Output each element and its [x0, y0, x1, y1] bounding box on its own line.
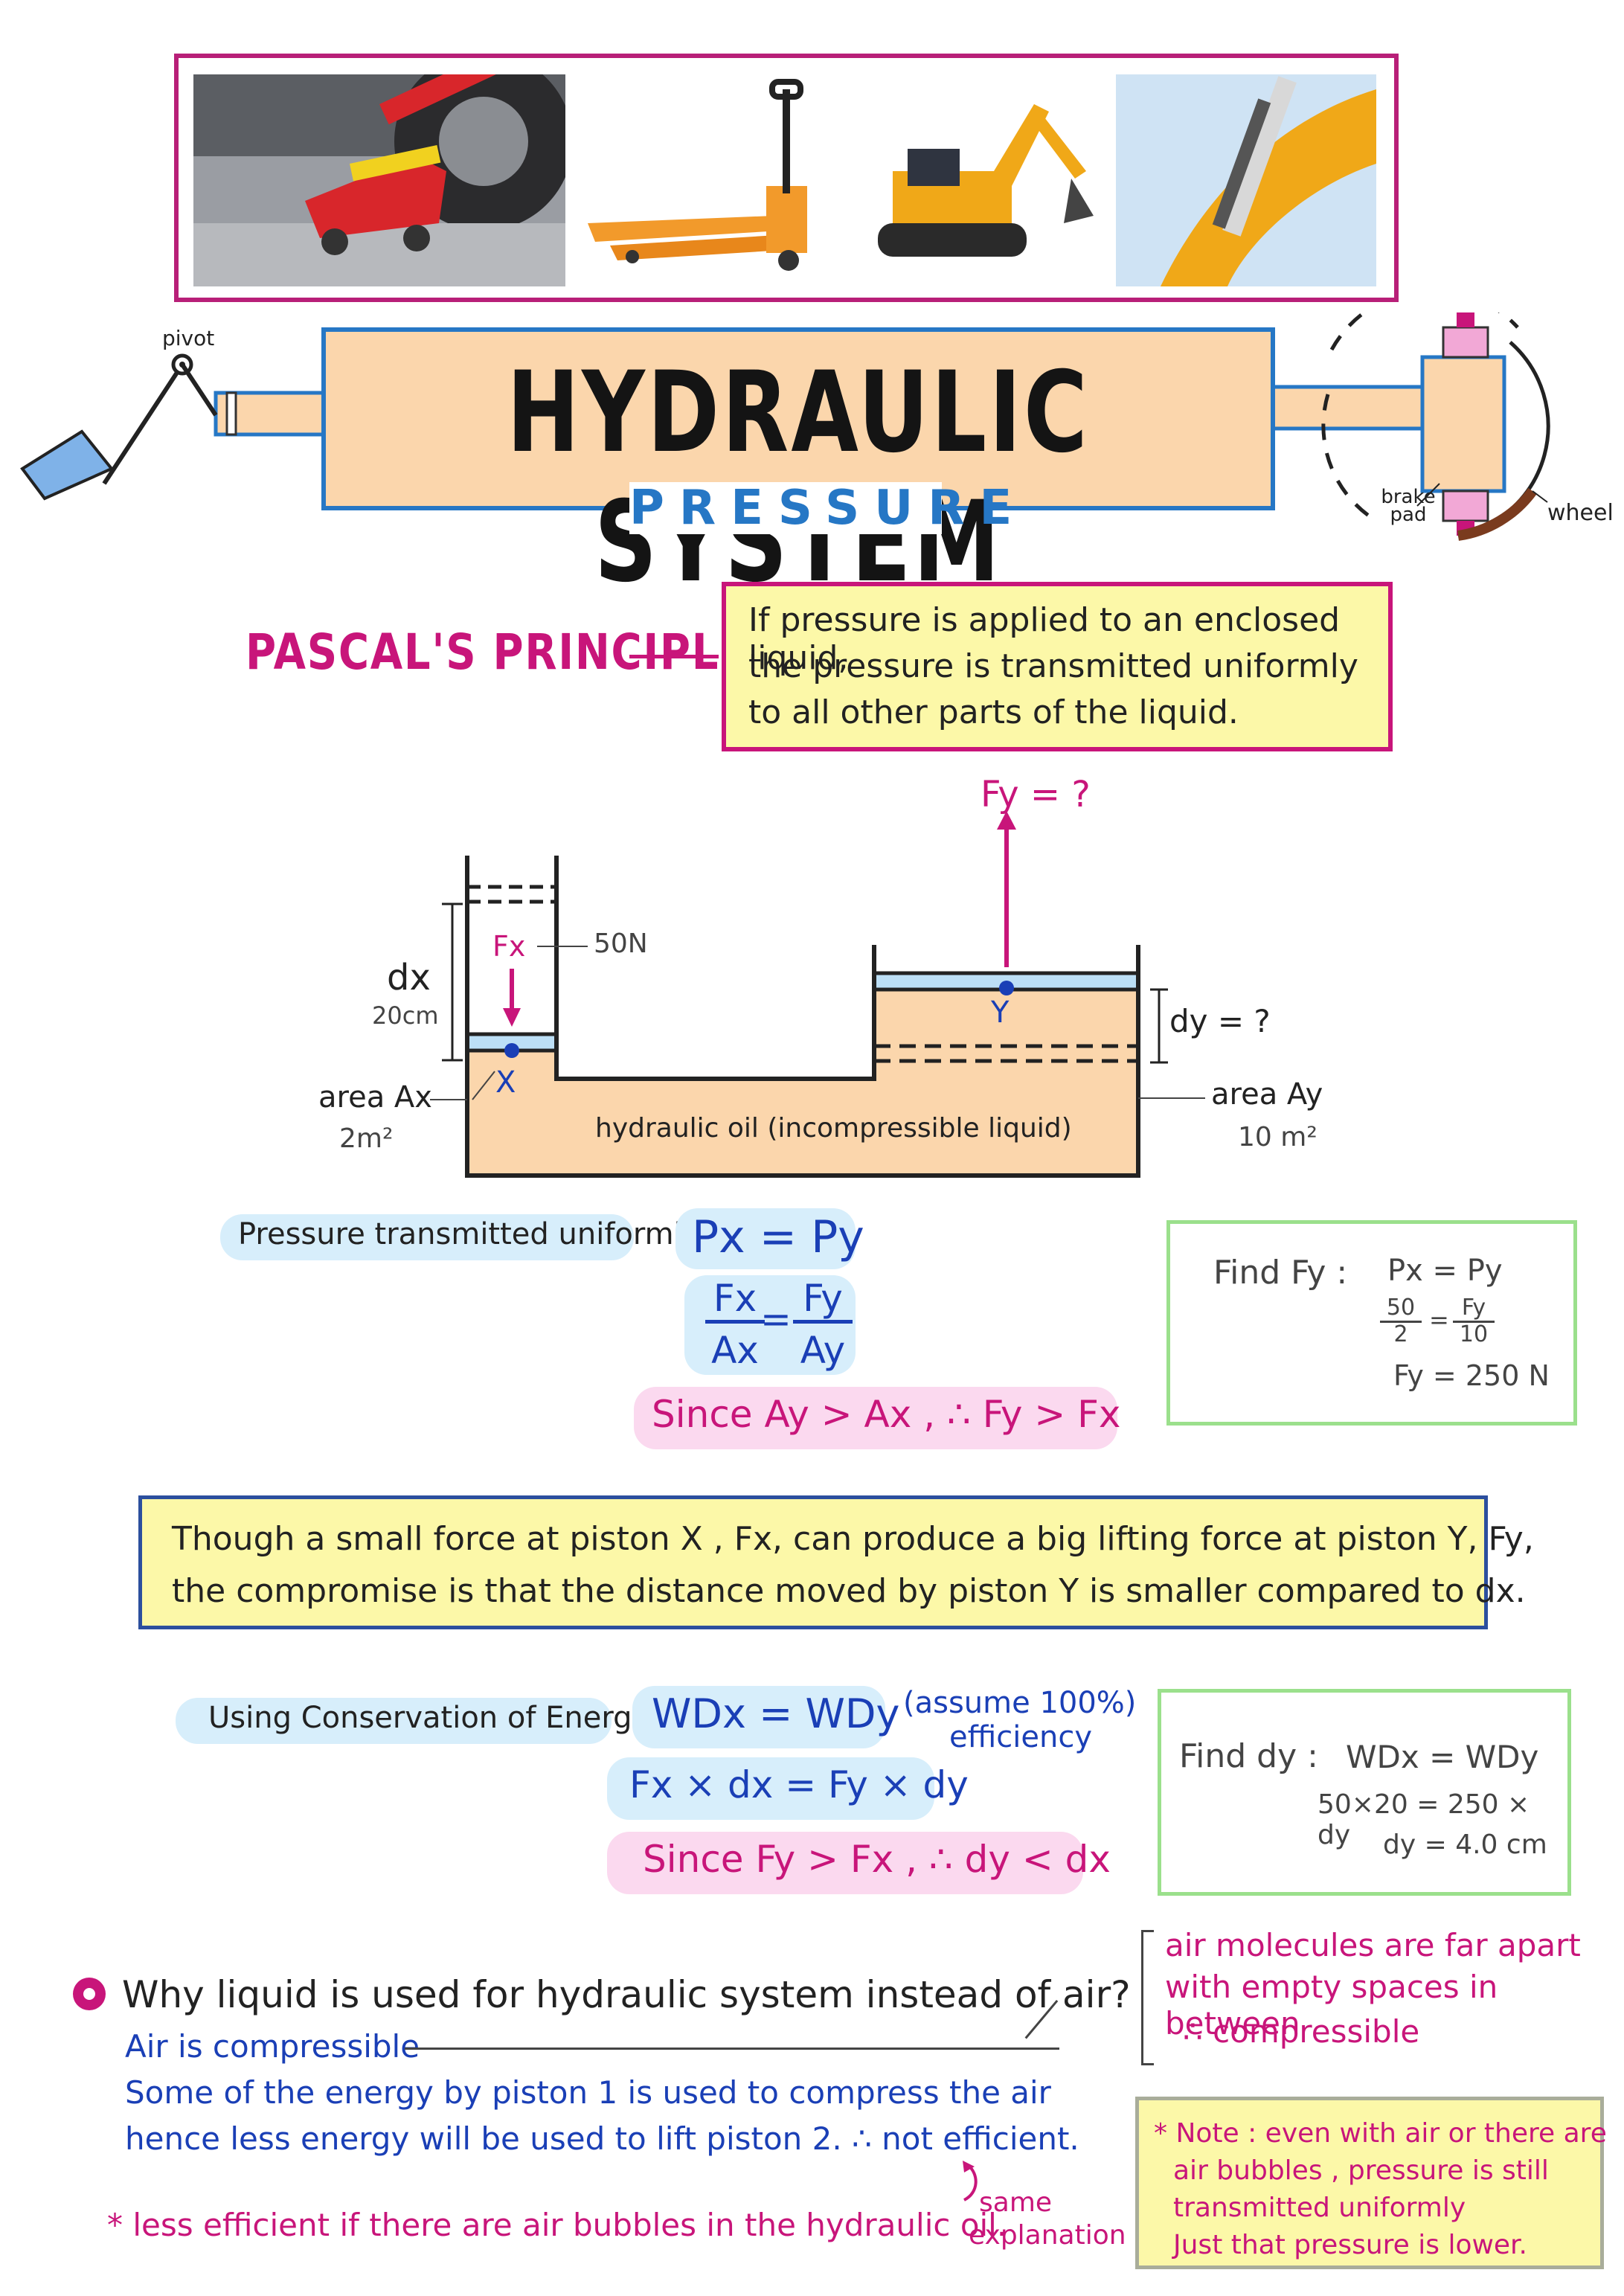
side-note-1: air molecules are far apart	[1165, 1927, 1581, 1963]
area-x-value: 2m²	[339, 1123, 394, 1154]
pascal-title: PASCAL'S PRINCIPLE	[245, 623, 750, 681]
find-fy-num-right: Fy	[1453, 1295, 1495, 1323]
connector-line	[405, 2048, 1059, 2050]
why-line-3: hence less energy will be used to lift p…	[125, 2120, 1079, 2157]
why-line-2: Some of the energy by piston 1 is used t…	[125, 2074, 1051, 2111]
assume-efficiency-2: efficiency	[949, 1720, 1093, 1754]
hydraulic-arm-photo	[1116, 74, 1376, 286]
find-fy-label: Find Fy :	[1213, 1254, 1348, 1292]
find-dy-line1: WDx = WDy	[1346, 1739, 1539, 1775]
x-point-label: X	[495, 1065, 516, 1100]
fx-value: 50N	[594, 929, 648, 959]
side-note-3: ∴ compressible	[1183, 2013, 1420, 2050]
hydraulic-oil-label: hydraulic oil (incompressible liquid)	[595, 1113, 1072, 1144]
y-point-label: Y	[991, 995, 1010, 1030]
since-force-statement: Since Ay > Ax , ∴ Fy > Fx	[652, 1393, 1121, 1436]
pivot-label: pivot	[162, 326, 215, 350]
side-bracket	[1141, 1930, 1154, 2065]
area-y-label: area Ay	[1211, 1077, 1323, 1112]
dx-label: dx	[387, 957, 431, 998]
note-line-4: Just that pressure is lower.	[1173, 2230, 1527, 2260]
px-py-highlight	[675, 1208, 856, 1269]
page-title: HYDRAULIC SYSTEM	[507, 348, 1090, 607]
compromise-line-2: the compromise is that the distance move…	[172, 1572, 1526, 1610]
fx-numerator: Fx	[705, 1277, 765, 1324]
wd-equation-highlight	[632, 1686, 885, 1748]
find-dy-line2: 50×20 = 250 × dy	[1318, 1789, 1530, 1850]
pascal-box: If pressure is applied to an enclosed li…	[722, 582, 1393, 751]
since-force-highlight	[634, 1387, 1117, 1449]
brake-pad-label: brake pad	[1381, 486, 1436, 526]
ay-denominator: Ay	[800, 1329, 846, 1372]
px-equals-py: Px = Py	[692, 1211, 864, 1263]
find-dy-box: Find dy : WDx = WDy 50×20 = 250 × dy dy …	[1158, 1689, 1571, 1896]
wd-equation: WDx = WDy	[652, 1690, 900, 1737]
pressure-label: Pressure transmitted uniformly :	[238, 1217, 719, 1251]
why-line-4: * less efficient if there are air bubble…	[107, 2207, 1007, 2243]
ax-denominator: Ax	[711, 1329, 759, 1372]
compromise-line-1: Though a small force at piston X , Fx, c…	[172, 1520, 1534, 1558]
find-fy-den-left: 2	[1393, 1321, 1408, 1347]
car-jack-photo	[193, 74, 565, 286]
pressure-label-highlight	[220, 1214, 634, 1260]
fx-label: Fx	[492, 930, 526, 963]
compromise-box: Though a small force at piston X , Fx, c…	[138, 1495, 1534, 1629]
fraction-equals: =	[760, 1298, 792, 1341]
note-line-1: * Note : even with air or there are	[1154, 2118, 1607, 2149]
find-fy-result: Fy = 250 N	[1393, 1359, 1550, 1392]
hydraulic-diagram	[430, 811, 1205, 1178]
find-fy-equals: =	[1429, 1306, 1449, 1334]
note-line-3: transmitted uniformly	[1173, 2193, 1466, 2223]
fy-numerator: Fy	[793, 1277, 853, 1324]
note-box: * Note : even with air or there are air …	[1135, 2097, 1607, 2269]
assume-efficiency: (assume 100%)	[903, 1686, 1137, 1720]
energy-label-highlight	[176, 1698, 612, 1744]
dy-label: dy = ?	[1169, 1003, 1271, 1039]
find-fy-box: Find Fy : Px = Py 50 2 = Fy 10 Fy = 250 …	[1166, 1220, 1577, 1426]
pascal-line-1: If pressure is applied to an enclosed li…	[748, 601, 1341, 677]
since-distance-statement: Since Fy > Fx , ∴ dy < dx	[643, 1838, 1111, 1881]
same-explanation-2: explanation	[969, 2220, 1126, 2251]
page-subtitle: PRESSURE	[629, 481, 1027, 536]
photo-strip	[174, 54, 1399, 302]
side-note-2: with empty spaces in between	[1165, 1969, 1498, 2042]
dx-value: 20cm	[372, 1001, 439, 1030]
pallet-jack-photo	[580, 74, 848, 286]
fraction-highlight	[684, 1275, 856, 1375]
wheel-label: wheel	[1547, 500, 1614, 526]
excavator-photo	[863, 74, 1101, 286]
fd-equation: Fx × dx = Fy × dy	[629, 1763, 969, 1806]
find-fy-num-left: 50	[1380, 1295, 1422, 1323]
fy-label: Fy = ?	[981, 774, 1091, 815]
why-question: Why liquid is used for hydraulic system …	[122, 1973, 1131, 2016]
why-line-1: Air is compressible	[125, 2028, 420, 2065]
since-distance-highlight	[607, 1832, 1083, 1894]
curved-arrow-icon	[963, 2161, 978, 2202]
same-explanation-1: same	[979, 2187, 1053, 2218]
area-x-label: area Ax	[318, 1080, 432, 1115]
find-dy-label: Find dy :	[1179, 1737, 1318, 1775]
pascal-connector	[629, 655, 719, 658]
energy-label: Using Conservation of Energy :	[208, 1701, 670, 1735]
find-dy-line3: dy = 4.0 cm	[1383, 1830, 1547, 1860]
fd-equation-highlight	[607, 1757, 934, 1820]
pascal-line-2: the pressure is transmitted uniformly	[748, 647, 1358, 685]
find-fy-line1: Px = Py	[1387, 1254, 1503, 1288]
area-y-value: 10 m²	[1238, 1122, 1318, 1152]
pascal-line-3: to all other parts of the liquid.	[748, 693, 1239, 731]
title-banner-graphic	[20, 312, 1550, 541]
bullet-icon	[73, 1978, 106, 2010]
note-line-2: air bubbles , pressure is still	[1173, 2155, 1549, 2186]
find-fy-den-right: 10	[1459, 1321, 1489, 1347]
